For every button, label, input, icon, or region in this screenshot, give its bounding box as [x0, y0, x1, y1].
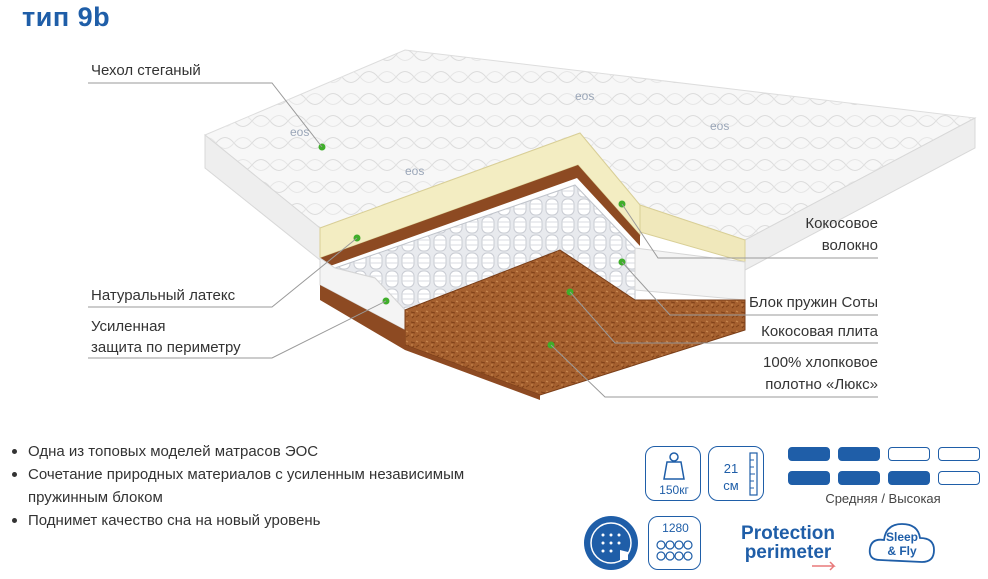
callout-coconut-plate: Кокосовая плита — [761, 323, 878, 340]
callout-perimeter-line2: защита по периметру — [91, 339, 241, 356]
firmness-bar — [888, 447, 930, 461]
sleep-fly-badge: Sleep & Fly — [866, 516, 938, 572]
brand-mark: eos — [290, 125, 309, 139]
brand-mark: eos — [575, 89, 594, 103]
spring-coils-icon — [656, 540, 693, 561]
height-value: 21 — [723, 461, 739, 476]
feature-item: Одна из топовых моделей матрасов ЭОС — [10, 440, 570, 463]
firmness-bar — [838, 471, 880, 485]
max-load-badge: 150кг — [645, 446, 701, 501]
springs-grid-icon — [590, 522, 632, 564]
feature-list: Одна из топовых моделей матрасов ЭОС Соч… — [10, 440, 570, 532]
callout-cover: Чехол стеганый — [91, 62, 201, 79]
sleep-line1: Sleep — [885, 530, 918, 544]
firmness-bar — [938, 447, 980, 461]
independent-springs-badge — [584, 516, 638, 570]
perimeter-arrow-icon — [812, 561, 836, 571]
protection-line1: Protection — [741, 523, 835, 544]
firmness-bar — [938, 471, 980, 485]
spring-count-badge: 1280 — [648, 516, 701, 570]
height-badge: 21 см — [708, 446, 764, 501]
page-title: тип 9b — [22, 2, 111, 32]
callout-coconut-fiber-line2: волокно — [821, 237, 878, 254]
callout-latex: Натуральный латекс — [91, 287, 236, 304]
brand-mark: eos — [405, 164, 424, 178]
protection-line2: perimeter — [744, 542, 832, 563]
firmness-bar — [788, 471, 830, 485]
callout-spring-block: Блок пружин Соты — [749, 294, 878, 311]
firmness-bar — [838, 447, 880, 461]
ruler-icon — [749, 452, 758, 496]
firmness-bar — [888, 471, 930, 485]
firmness-label: Средняя / Высокая — [825, 491, 941, 506]
sleep-line2: & Fly — [887, 544, 917, 558]
weight-icon — [663, 452, 685, 480]
callout-fabric-line1: 100% хлопковое — [763, 354, 878, 371]
feature-item-continuation: пружинным блоком — [28, 489, 163, 506]
feature-item: Поднимет качество сна на новый уровень — [10, 509, 570, 532]
callout-fabric-line2: полотно «Люкс» — [765, 376, 878, 393]
spring-count-value: 1280 — [662, 521, 689, 535]
cloud-icon — [868, 523, 935, 563]
callout-perimeter-line1: Усиленная — [91, 318, 166, 335]
max-load-value: 150кг — [659, 483, 689, 497]
firmness-bar — [788, 447, 830, 461]
brand-mark: eos — [710, 119, 729, 133]
height-unit: см — [723, 478, 739, 493]
callout-coconut-fiber-line1: Кокосовое — [805, 215, 878, 232]
protection-perimeter-badge: Protection perimeter — [732, 524, 844, 562]
feature-item: Сочетание природных материалов с усиленн… — [10, 463, 570, 486]
